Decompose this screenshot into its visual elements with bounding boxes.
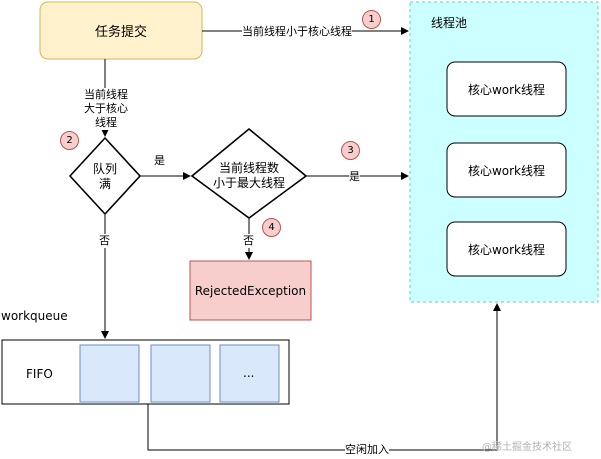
queue-slot-3	[219, 344, 280, 403]
watermark: @稀土掘金技术社区	[482, 442, 572, 453]
queue-slot-1	[79, 344, 140, 403]
edge-label-max-no: 否	[243, 234, 254, 248]
queue-slot-ellipsis: ...	[243, 366, 255, 380]
edge-idle-join	[147, 303, 501, 451]
fifo-label: FIFO	[26, 367, 53, 381]
edge-label-to-queue-check: 当前线程 大于核心线程	[80, 88, 132, 130]
edge-label-max-yes: 是	[349, 170, 360, 184]
edge-label-to-queue-check-line-1: 当前线程	[84, 88, 128, 101]
core-thread-box-2	[446, 142, 567, 198]
core-thread-label-1: 核心work线程	[467, 82, 546, 97]
queue-full-line-2: 满	[98, 177, 111, 191]
edge-label-to-pool: 当前线程小于核心线程	[242, 25, 352, 39]
workqueue-label: workqueue	[1, 309, 68, 323]
queue-full-text: 队列 满	[70, 162, 140, 192]
queue-full-line-1: 队列	[92, 162, 117, 176]
rejected-label: RejectedException	[194, 283, 307, 298]
task-submit-label: 任务提交	[94, 25, 147, 40]
step-badge-1: 1	[362, 10, 381, 29]
edge-label-idle-join: 空闲加入	[345, 443, 389, 457]
core-thread-box-1	[446, 61, 567, 117]
edge-label-queue-full-no: 否	[99, 234, 110, 248]
rejected-box	[189, 260, 312, 321]
step-badge-2: 2	[60, 131, 79, 150]
core-thread-label-2: 核心work线程	[467, 163, 546, 178]
edge-label-queue-full-yes: 是	[154, 154, 165, 167]
max-check-line-1: 当前线程数	[218, 161, 279, 175]
max-check-text: 当前线程数 小于最大线程	[192, 161, 306, 191]
thread-pool-title: 线程池	[431, 16, 468, 30]
queue-slot-2	[150, 344, 211, 403]
core-thread-label-3: 核心work线程	[467, 242, 546, 257]
edge-label-to-queue-check-line-2: 大于核心线程	[84, 102, 128, 129]
max-check-line-2: 小于最大线程	[212, 176, 285, 190]
step-badge-4: 4	[262, 218, 281, 237]
core-thread-box-3	[446, 221, 567, 277]
step-badge-3: 3	[341, 141, 360, 160]
